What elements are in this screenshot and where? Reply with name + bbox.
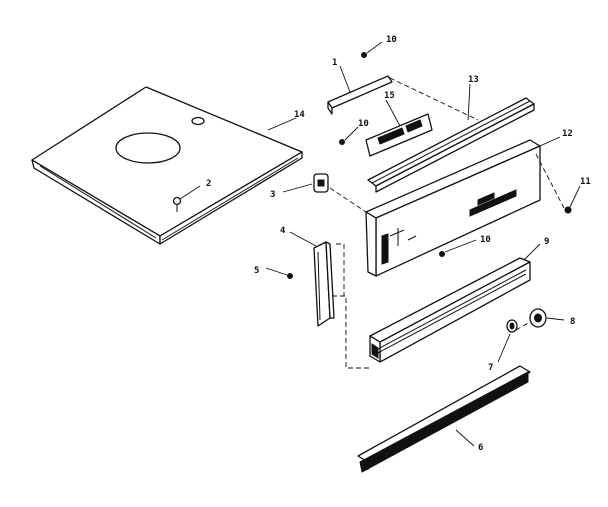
callout-9: 9 [544,237,549,247]
knob-part-8 [529,308,565,328]
callout-16-top: 10 [386,35,397,45]
callout-6: 6 [478,443,483,453]
bottom-trim-part-9 [369,243,541,363]
callout-7: 7 [488,363,493,373]
callout-8: 8 [570,317,575,327]
callout-2: 2 [206,179,211,189]
screw-part-2 [172,185,201,212]
bracket-part-1 [327,65,393,115]
side-bracket-part-4 [289,231,335,327]
clip-part-3 [282,173,329,193]
callout-14: 14 [294,110,305,120]
callout-16-middle: 10 [358,119,369,129]
control-panel-part-12 [365,136,561,277]
screw-part-16-middle [339,126,359,145]
top-panel-part-14 [31,86,303,245]
callout-13: 13 [468,75,479,85]
bushing-part-7 [497,319,518,363]
nameplate-part-15 [365,99,433,157]
screw-part-16-top [361,41,383,58]
screw-part-5 [265,267,293,279]
callout-11: 11 [580,177,591,187]
callout-12: 12 [562,129,573,139]
callout-5: 5 [254,266,259,276]
callout-15: 15 [384,91,395,101]
assembly-guide-lines [329,77,565,369]
callout-10: 10 [480,235,491,245]
trim-channel-part-13 [367,83,535,193]
screw-part-11 [564,185,581,214]
leader-14 [267,117,297,131]
callout-1: 1 [332,58,337,68]
grille-strip-part-6 [357,365,531,473]
callout-4: 4 [280,226,286,236]
screw-part-10-panel [439,239,477,257]
callout-3: 3 [270,190,275,200]
